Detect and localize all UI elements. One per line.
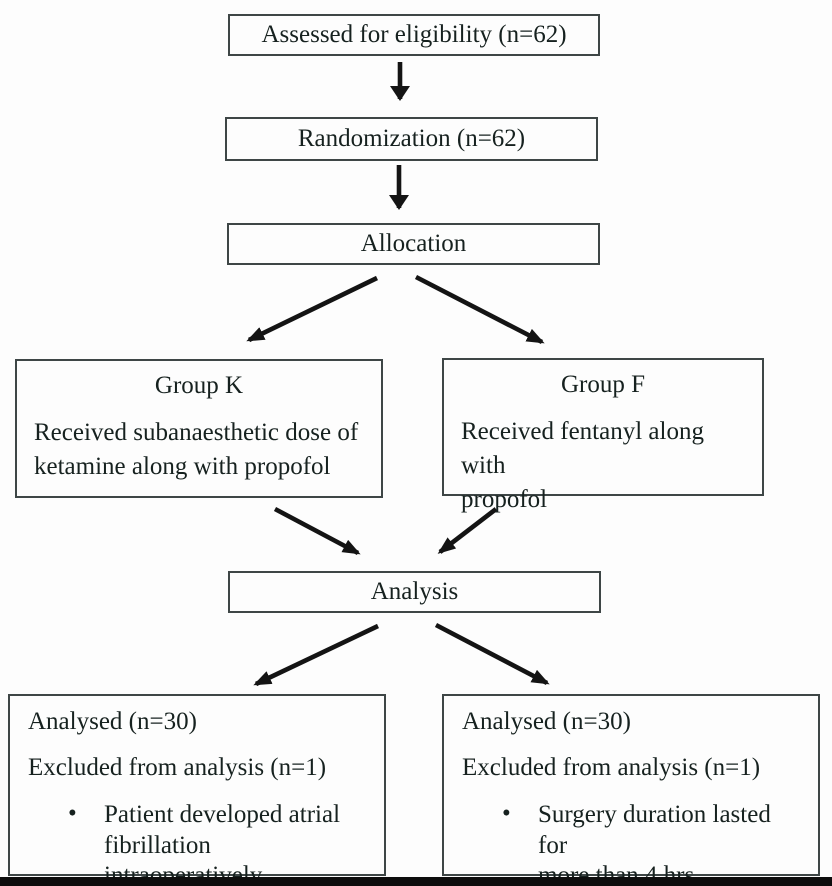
excluded-count-label: Excluded from analysis (n=1) bbox=[462, 754, 761, 781]
box-analysed-group-k: Analysed (n=30) Excluded from analysis (… bbox=[8, 694, 386, 886]
arrow-analysis-to-outcome-k bbox=[253, 623, 379, 687]
exclusion-reason-label: Patient developed atrial fibrillation in… bbox=[104, 801, 341, 886]
box-group-k: Group K Received subanaesthetic dose of … bbox=[15, 359, 383, 498]
group-f-title: Group F bbox=[560, 371, 646, 398]
box-assessed-eligibility: Assessed for eligibility (n=62) bbox=[228, 14, 600, 56]
group-k-description: Received subanaesthetic dose of ketamine… bbox=[34, 419, 359, 480]
figure-bottom-rule bbox=[0, 877, 832, 886]
excluded-count-label: Excluded from analysis (n=1) bbox=[28, 754, 327, 781]
box-randomization: Randomization (n=62) bbox=[225, 117, 598, 161]
box-analysed-group-f: Analysed (n=30) Excluded from analysis (… bbox=[442, 694, 820, 886]
randomization-label: Randomization (n=62) bbox=[297, 125, 526, 152]
exclusion-reason-label: Surgery duration lasted for more than 4 … bbox=[538, 801, 771, 886]
arrow-analysis-to-outcome-f bbox=[434, 622, 550, 686]
analysed-count-label: Analysed (n=30) bbox=[28, 708, 197, 735]
assessed-eligibility-label: Assessed for eligibility (n=62) bbox=[261, 21, 567, 48]
analysis-label: Analysis bbox=[370, 578, 459, 605]
group-f-description: Received fentanyl along with propofol bbox=[461, 418, 704, 513]
box-allocation: Allocation bbox=[227, 223, 600, 265]
analysed-count-label: Analysed (n=30) bbox=[462, 708, 631, 735]
exclusion-reason-item: • Patient developed atrial fibrillation … bbox=[28, 800, 372, 886]
exclusion-reason-item: • Surgery duration lasted for more than … bbox=[462, 800, 806, 886]
box-group-f: Group F Received fentanyl along with pro… bbox=[442, 358, 764, 513]
box-analysis: Analysis bbox=[228, 571, 601, 613]
bullet-icon: • bbox=[68, 800, 77, 827]
group-k-title: Group K bbox=[154, 372, 244, 399]
arrow-group-k-to-analysis bbox=[273, 506, 361, 556]
arrow-allocation-to-group-k bbox=[246, 275, 379, 343]
arrow-allocation-to-group-f bbox=[414, 274, 545, 345]
allocation-label: Allocation bbox=[360, 230, 467, 257]
bullet-icon: • bbox=[502, 800, 511, 827]
